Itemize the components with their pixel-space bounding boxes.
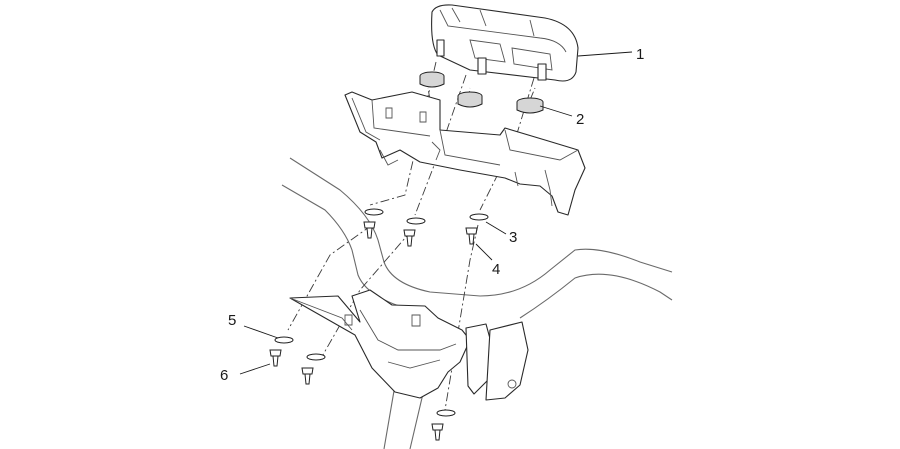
callout-1: 1 <box>636 46 644 63</box>
callout-6: 6 <box>220 367 228 384</box>
callout-2: 2 <box>576 111 584 128</box>
callout-3: 3 <box>509 229 517 246</box>
instrument-bracket <box>344 91 586 216</box>
washers <box>274 208 489 417</box>
grommets <box>419 71 544 114</box>
callout-4: 4 <box>492 261 500 278</box>
instrument-panel <box>431 4 579 82</box>
callout-5: 5 <box>228 312 236 329</box>
leader-lines <box>239 51 633 375</box>
screws <box>269 221 478 441</box>
lower-cover <box>289 289 529 401</box>
